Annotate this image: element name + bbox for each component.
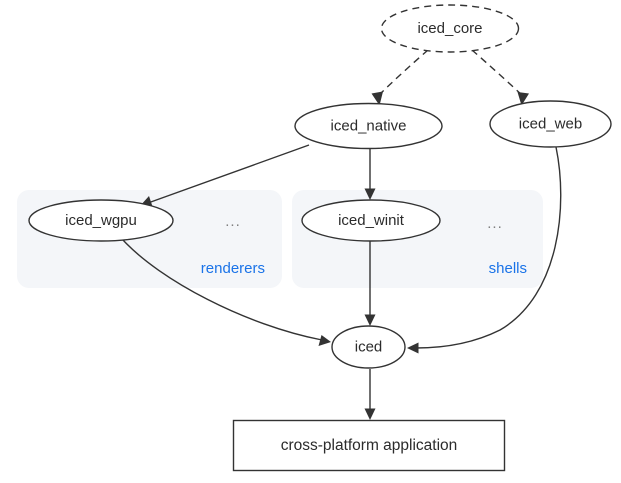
arrow-head xyxy=(318,335,331,346)
node-iced-core-label: iced_core xyxy=(417,20,482,37)
arrow-head xyxy=(407,342,419,354)
edge-iced-core-to-iced-native xyxy=(371,49,429,106)
cluster-renderers-ellipsis: ... xyxy=(225,213,241,230)
edge-line xyxy=(376,49,429,98)
node-iced-web[interactable]: iced_web xyxy=(489,100,612,148)
cluster-shells-ellipsis: ... xyxy=(487,215,503,232)
node-iced-core-shape[interactable] xyxy=(380,4,520,53)
node-iced-native-label: iced_native xyxy=(331,117,407,134)
node-iced-winit[interactable]: iced_winit xyxy=(301,199,441,242)
node-application-label: cross-platform application xyxy=(281,437,458,454)
arrow-head xyxy=(517,92,529,106)
node-iced-web-shape[interactable] xyxy=(489,100,612,148)
arrow-head xyxy=(364,188,376,200)
node-iced-web-label: iced_web xyxy=(519,115,582,132)
node-application-shape[interactable] xyxy=(232,419,506,472)
edge-line xyxy=(471,49,525,98)
node-iced-native[interactable]: iced_native xyxy=(294,102,443,150)
edge-iced-winit-to-iced xyxy=(364,241,376,326)
cluster-renderers-label: renderers xyxy=(201,260,265,277)
node-iced-shape[interactable] xyxy=(331,325,406,369)
edge-iced-web-to-iced xyxy=(407,146,562,354)
node-iced-winit-shape[interactable] xyxy=(301,199,441,242)
edge-iced-wgpu-to-iced xyxy=(122,239,331,346)
node-iced-core[interactable]: iced_core xyxy=(380,4,520,53)
node-iced[interactable]: iced xyxy=(331,325,406,369)
node-cross-platform-application[interactable]: cross-platform application xyxy=(232,419,506,472)
edge-iced-core-to-iced-web xyxy=(471,49,529,106)
node-iced-winit-label: iced_winit xyxy=(338,212,405,229)
node-iced-wgpu-shape[interactable] xyxy=(28,199,174,242)
node-iced-native-shape[interactable] xyxy=(294,102,443,150)
edge-line xyxy=(122,239,323,341)
node-iced-label: iced xyxy=(355,338,383,355)
arrow-head xyxy=(364,408,376,420)
cluster-shells-label: shells xyxy=(489,260,527,277)
edge-iced-to-application xyxy=(364,369,376,420)
edge-iced-native-to-iced-winit xyxy=(364,149,376,200)
arrow-head xyxy=(364,314,376,326)
edge-line xyxy=(415,146,562,349)
node-iced-wgpu[interactable]: iced_wgpu xyxy=(28,199,174,242)
edge-line xyxy=(147,144,310,204)
node-iced-wgpu-label: iced_wgpu xyxy=(65,212,137,229)
arrow-head xyxy=(371,91,383,106)
